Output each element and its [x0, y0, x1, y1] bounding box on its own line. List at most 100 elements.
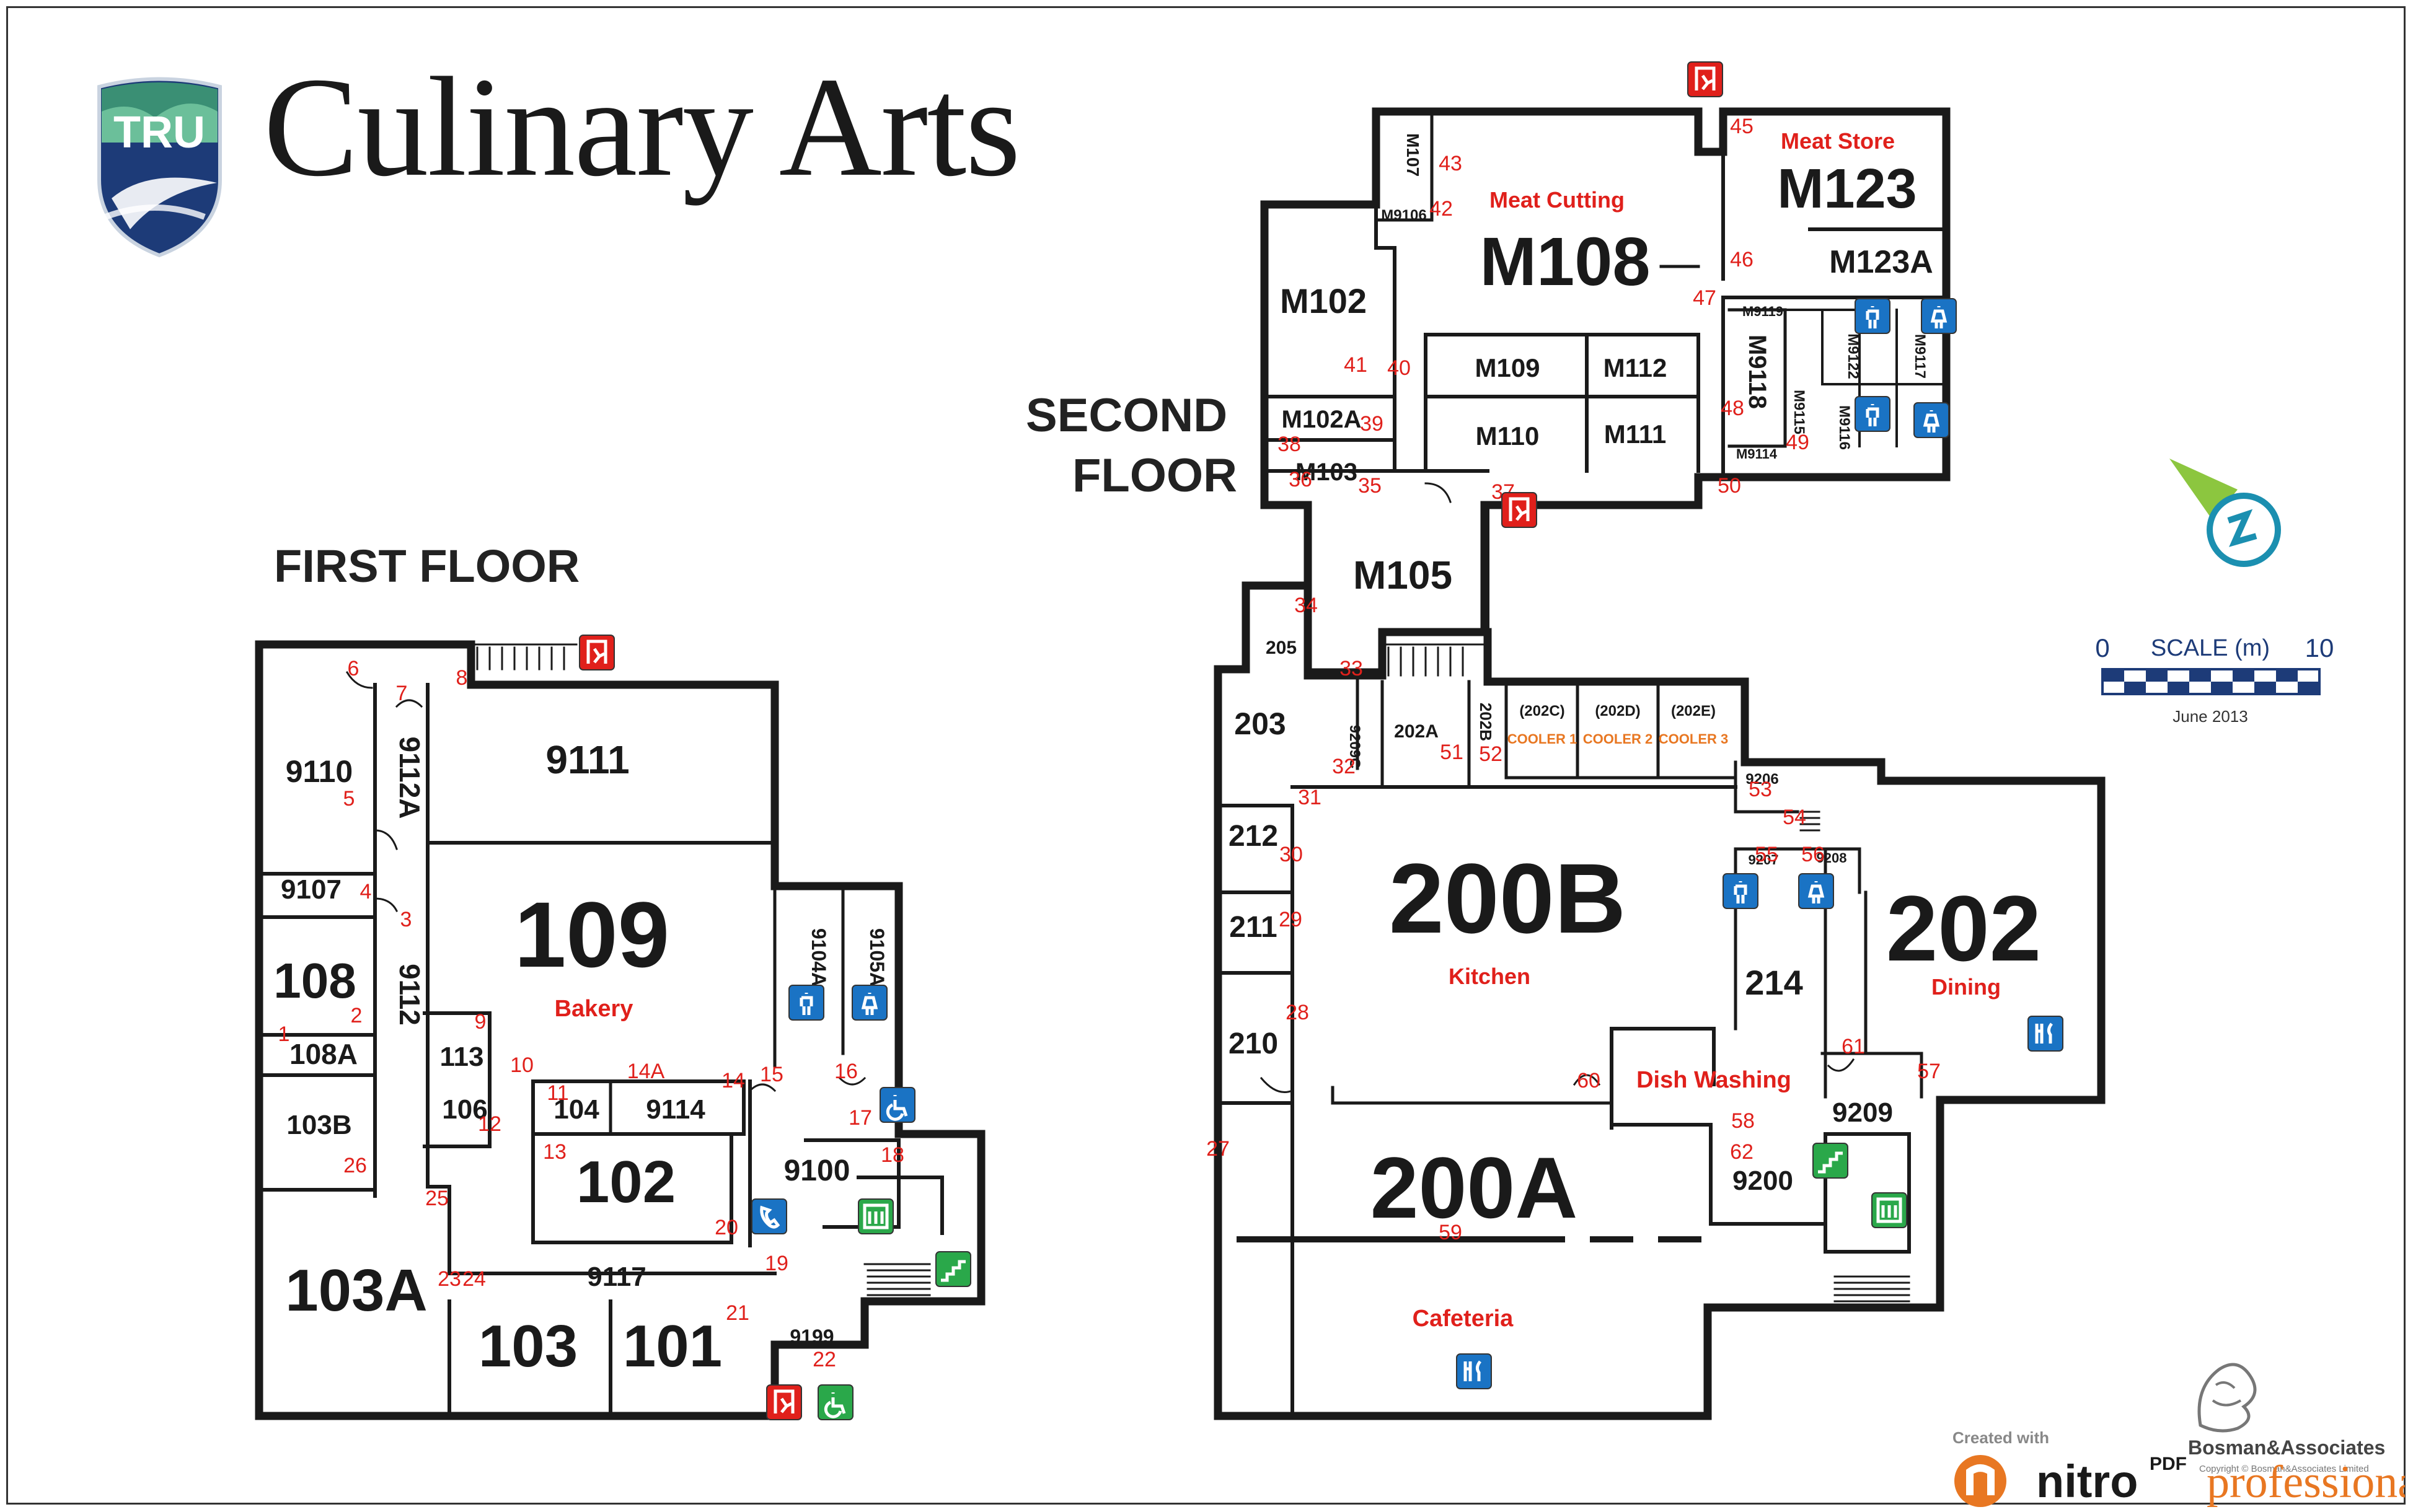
wheelchair-accessible-icon	[818, 1384, 854, 1420]
door-number: 57	[1917, 1060, 1941, 1083]
door-number: 12	[478, 1112, 501, 1136]
room-label: 9112	[394, 964, 426, 1026]
icon-layer	[579, 61, 2063, 1420]
door-number: 9	[475, 1010, 487, 1034]
door-number: 21	[726, 1301, 749, 1325]
door-number: 36	[1289, 468, 1312, 491]
door-number: 14	[721, 1069, 745, 1092]
bosman-credit: Bosman&Associates	[2188, 1436, 2386, 1459]
function-label: Bakery	[555, 996, 633, 1022]
stairs-icon	[1812, 1143, 1848, 1179]
wheelchair-accessible-icon	[880, 1087, 915, 1123]
door-number: 56	[1801, 843, 1825, 866]
room-label: 200A	[1370, 1139, 1578, 1236]
door-number: 4	[360, 880, 372, 903]
room-label: M123A	[1829, 244, 1933, 280]
room-label: M110	[1476, 421, 1540, 451]
scale-start: 0	[2095, 633, 2109, 662]
door-number: 15	[760, 1063, 783, 1086]
door-number: 23	[438, 1267, 461, 1291]
scale-end: 10	[2305, 633, 2334, 662]
door-number: 11	[547, 1081, 568, 1105]
door-number: 18	[881, 1143, 904, 1167]
room-label: M9119	[1742, 304, 1783, 319]
mens-washroom-icon	[1723, 873, 1758, 909]
room-label: 202	[1886, 876, 2041, 980]
room-label: M108	[1480, 224, 1650, 300]
womens-washroom-icon	[1921, 298, 1957, 334]
room-label: 200B	[1389, 843, 1626, 954]
door-number: 1	[278, 1022, 290, 1046]
door-number: 47	[1693, 286, 1716, 310]
page-title: Culinary Arts	[263, 48, 1021, 206]
room-label: 9207	[1749, 852, 1779, 868]
mens-washroom-icon	[1855, 298, 1890, 334]
room-label: 108A	[289, 1038, 358, 1070]
function-label: Dish Washing	[1636, 1067, 1791, 1093]
door-number: 54	[1783, 806, 1806, 829]
room-label: 203	[1234, 706, 1286, 741]
door-number: 31	[1298, 786, 1321, 809]
door-number: 14A	[627, 1060, 665, 1083]
room-label: 202A	[1394, 721, 1439, 742]
door-number: 19	[765, 1252, 788, 1275]
room-label: 113	[440, 1042, 484, 1072]
room-label: 202B	[1476, 703, 1495, 741]
emergency-exit-icon	[1687, 61, 1723, 97]
womens-washroom-icon	[1913, 402, 1949, 438]
nitro-badge-icon	[1954, 1455, 2006, 1507]
room-label: 9112A	[394, 736, 426, 819]
door-number: 41	[1344, 353, 1367, 377]
pdf-label: PDF	[2150, 1454, 2187, 1474]
function-label: Dining	[1931, 974, 2001, 1000]
copyright-note: Copyright © Bosman&Associates Limited	[2199, 1464, 2369, 1474]
room-label: M111	[1604, 420, 1666, 449]
room-label: 9100	[784, 1154, 850, 1187]
door-number: 32	[1332, 755, 1356, 778]
scale-bar: 0 SCALE (m) 10 June 2013	[2095, 633, 2334, 726]
second-floor-label-line2: FLOOR	[1072, 449, 1237, 502]
mens-washroom-icon	[788, 985, 824, 1021]
room-label: 210	[1229, 1027, 1278, 1060]
room-label: 109	[514, 882, 669, 987]
door-number: 46	[1730, 248, 1754, 271]
room-label: M9117	[1912, 334, 1928, 379]
room-label: 9105A	[866, 928, 888, 987]
door-number: 13	[543, 1140, 567, 1164]
function-label: Cafeteria	[1413, 1306, 1514, 1332]
door-number: 45	[1730, 115, 1754, 138]
room-label: 9206	[1745, 771, 1778, 788]
logo-text: TRU	[113, 108, 205, 157]
tru-logo: TRU	[97, 77, 222, 258]
room-label: 108	[273, 953, 356, 1008]
mens-washroom-icon	[1855, 396, 1890, 432]
door-number: 49	[1786, 431, 1809, 454]
door-number: 2	[351, 1004, 363, 1027]
door-number: 8	[456, 666, 468, 690]
door-number: 50	[1718, 474, 1741, 498]
function-label: Meat Cutting	[1489, 187, 1625, 213]
room-label: 212	[1229, 820, 1278, 853]
emergency-exit-icon	[1501, 492, 1537, 528]
room-label: 9114	[646, 1094, 705, 1125]
room-label: 106	[442, 1094, 487, 1125]
door-number: 28	[1286, 1001, 1309, 1024]
room-label: M9122	[1845, 333, 1861, 379]
door-number: 25	[425, 1187, 449, 1210]
room-label: 9200	[1732, 1166, 1793, 1196]
door-number: 59	[1439, 1221, 1462, 1244]
room-label: 103A	[285, 1257, 428, 1324]
emergency-exit-icon	[766, 1384, 802, 1420]
scale-label: SCALE (m)	[2151, 635, 2270, 661]
room-label: M9115	[1791, 390, 1807, 434]
door-number: 7	[396, 682, 408, 705]
room-label: 9111	[545, 737, 629, 782]
door-number: 27	[1206, 1137, 1230, 1161]
door-number: 39	[1360, 412, 1383, 436]
room-label: M9114	[1736, 446, 1778, 462]
room-label: M107	[1403, 133, 1423, 177]
door-number: 17	[849, 1106, 872, 1130]
